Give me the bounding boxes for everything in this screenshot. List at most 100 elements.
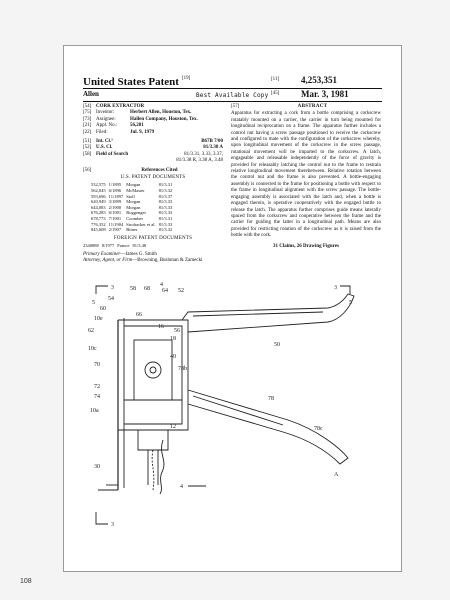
citation-no: 593,696 — [91, 193, 106, 199]
citation-name: Stoll — [126, 193, 135, 199]
fig-label: 12 — [170, 424, 176, 430]
section-marker-bottom: 3 4 — [95, 484, 206, 528]
appl-field: [21]Appl. No.:56,281 — [83, 123, 144, 129]
title-field: [54]CORK EXTRACTOR — [83, 104, 223, 110]
fig-label: 78c — [314, 426, 323, 432]
fig-label: 64 — [162, 288, 168, 294]
upper-lever — [181, 293, 355, 333]
fig-label: 40 — [170, 354, 176, 360]
citation-date: 3/1899 — [108, 199, 122, 205]
citation-no: 776,352 — [91, 221, 106, 227]
fig-label: 56 — [174, 328, 180, 334]
citation-no: 2340888 — [83, 243, 99, 249]
citation-date: 6/1896 — [108, 188, 122, 194]
citation-cl: 81/3.31 — [158, 182, 173, 188]
citation-no: 676,285 — [91, 210, 106, 216]
citation-date: 1/1895 — [108, 182, 122, 188]
section-marker-top-left: 3 5 — [92, 285, 114, 306]
reference-labels: 58 68 4 64 52 54 60 10e 66 16 56 62 18 1… — [88, 282, 339, 478]
citation-no: 532,575 — [91, 182, 106, 188]
fig-label: 4 — [160, 282, 163, 288]
fig-label: 5 — [92, 300, 95, 306]
best-available-copy-stamp: Best Available Copy — [196, 92, 269, 99]
fig-label: 10c — [88, 346, 97, 352]
citation-date: 11/1897 — [108, 193, 124, 199]
citation-name: Bitner — [126, 227, 138, 233]
fig-label: 74 — [94, 394, 100, 400]
header-rule-bottom — [83, 101, 382, 102]
primary-examiner: Primary Examiner—James G. Smith — [83, 251, 157, 257]
citation-name: France — [117, 243, 130, 249]
fig-label: 52 — [178, 288, 184, 294]
citation-cl: 81/3.33 — [158, 210, 173, 216]
fig-label: 50 — [274, 342, 280, 348]
header-rule — [83, 88, 382, 89]
page-number: 108 — [20, 578, 32, 585]
section-marker-top-right: 3 5 — [334, 285, 352, 306]
fig-label: 30 — [94, 464, 100, 470]
abstract-column: [57]ABSTRACT Apparatus for extracting a … — [231, 104, 381, 250]
citation-name: McMaster — [126, 188, 145, 194]
citation-name: Roggenger — [126, 210, 146, 216]
citation-date: 6/1901 — [108, 210, 122, 216]
citation-date: 11/1904 — [108, 221, 124, 227]
fig-label: 60 — [100, 306, 106, 312]
citation-cl: 81/3.37 — [158, 193, 173, 199]
citation-date: 2/1907 — [108, 227, 122, 233]
citation-date: 7/1901 — [108, 216, 122, 222]
citation-name: Coomber — [126, 216, 143, 222]
patent-number: 4,253,351 — [301, 75, 337, 85]
bibliographic-column: [54]CORK EXTRACTOR [75]Inventor:Herbert … — [83, 104, 223, 265]
fig-label: 78 — [268, 396, 274, 402]
frame-body — [98, 318, 189, 491]
fig-label: 3 — [334, 285, 337, 291]
citation-name: Morgan — [126, 199, 141, 205]
abstract-body: Apparatus for extracting a cork from a b… — [231, 111, 381, 239]
citation-date: 2/1900 — [108, 204, 122, 210]
citation-name: Strohacker et al. — [126, 221, 156, 227]
fig-label: 4 — [180, 484, 183, 490]
references-head: [56]References Cited — [83, 167, 178, 173]
abstract-head: ABSTRACT — [297, 104, 328, 109]
citation-cl: 81/3.33 — [158, 199, 173, 205]
inventor-surname: Allen — [83, 90, 99, 98]
fig-label: 10e — [94, 316, 103, 322]
citation-no: 644,083 — [91, 204, 106, 210]
abstract-head-row: [57]ABSTRACT — [231, 104, 381, 110]
citation-no: 678,773 — [91, 216, 106, 222]
fig-label: 66 — [136, 312, 142, 318]
patent-type: United States Patent[19] — [83, 76, 191, 88]
code-45: [45] — [271, 91, 280, 96]
citation-cl: 81/3.33 — [158, 221, 173, 227]
fig-label: 70 — [94, 362, 100, 368]
citation-date: 8/1977 — [101, 243, 115, 249]
lower-lever — [187, 389, 349, 465]
filed-field: [22]Filed:Jul. 9, 1979 — [83, 129, 155, 135]
attorney: Attorney, Agent, or Firm—Browning, Bushm… — [83, 258, 203, 264]
cork-extractor-drawing: 3 5 3 5 3 4 — [88, 282, 355, 528]
fig-label: 58 — [130, 286, 136, 292]
foreign-docs-head: FOREIGN PATENT DOCUMENTS — [113, 235, 193, 241]
citation-no: 620,949 — [91, 199, 106, 205]
citation-cl: 81/3.32 — [158, 227, 173, 233]
fig-label: 3 — [111, 285, 114, 291]
patent-title: CORK EXTRACTOR — [96, 104, 145, 109]
fig-label: 68 — [144, 286, 150, 292]
citation-name: Morgan — [126, 182, 141, 188]
fig-label: 10a — [90, 408, 99, 414]
code-11: [11] — [271, 77, 280, 82]
claims-count: 31 Claims, 26 Drawing Figures — [273, 243, 339, 249]
citation-cl: 81/3.33 — [158, 204, 173, 210]
fig-label: 16 — [158, 324, 164, 330]
fig-label: 54 — [108, 296, 114, 302]
